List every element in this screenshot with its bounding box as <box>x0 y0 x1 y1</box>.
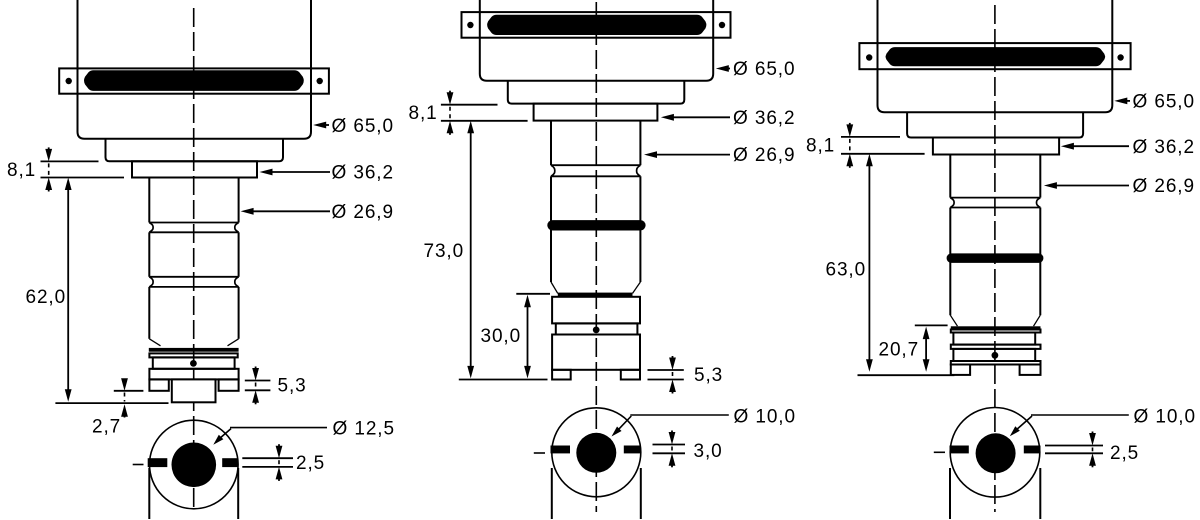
svg-text:73,0: 73,0 <box>424 241 465 262</box>
svg-text:2,5: 2,5 <box>296 453 325 474</box>
svg-text:5,3: 5,3 <box>278 376 307 397</box>
svg-text:Ø 26,9: Ø 26,9 <box>733 145 795 166</box>
svg-text:Ø 65,0: Ø 65,0 <box>733 59 795 80</box>
svg-text:5,3: 5,3 <box>694 365 723 386</box>
svg-text:20,7: 20,7 <box>879 340 920 361</box>
svg-text:63,0: 63,0 <box>826 260 867 281</box>
svg-text:Ø 36,2: Ø 36,2 <box>332 163 394 184</box>
svg-text:Ø 10,0: Ø 10,0 <box>734 406 796 427</box>
svg-text:Ø 65,0: Ø 65,0 <box>332 116 394 137</box>
svg-text:Ø 36,2: Ø 36,2 <box>1133 137 1195 158</box>
svg-text:30,0: 30,0 <box>481 326 522 347</box>
svg-text:3,0: 3,0 <box>694 441 723 462</box>
svg-text:Ø 12,5: Ø 12,5 <box>333 419 395 440</box>
svg-text:2,5: 2,5 <box>1110 443 1139 464</box>
svg-text:8,1: 8,1 <box>409 103 438 124</box>
svg-text:Ø 26,9: Ø 26,9 <box>332 202 394 223</box>
svg-text:62,0: 62,0 <box>26 287 67 308</box>
svg-text:Ø 65,0: Ø 65,0 <box>1133 92 1195 113</box>
svg-text:Ø 36,2: Ø 36,2 <box>733 108 795 129</box>
svg-text:2,7: 2,7 <box>92 416 121 437</box>
svg-text:8,1: 8,1 <box>7 160 36 181</box>
svg-text:8,1: 8,1 <box>806 136 835 157</box>
svg-text:Ø 26,9: Ø 26,9 <box>1133 176 1195 197</box>
svg-text:Ø 10,0: Ø 10,0 <box>1134 406 1196 427</box>
